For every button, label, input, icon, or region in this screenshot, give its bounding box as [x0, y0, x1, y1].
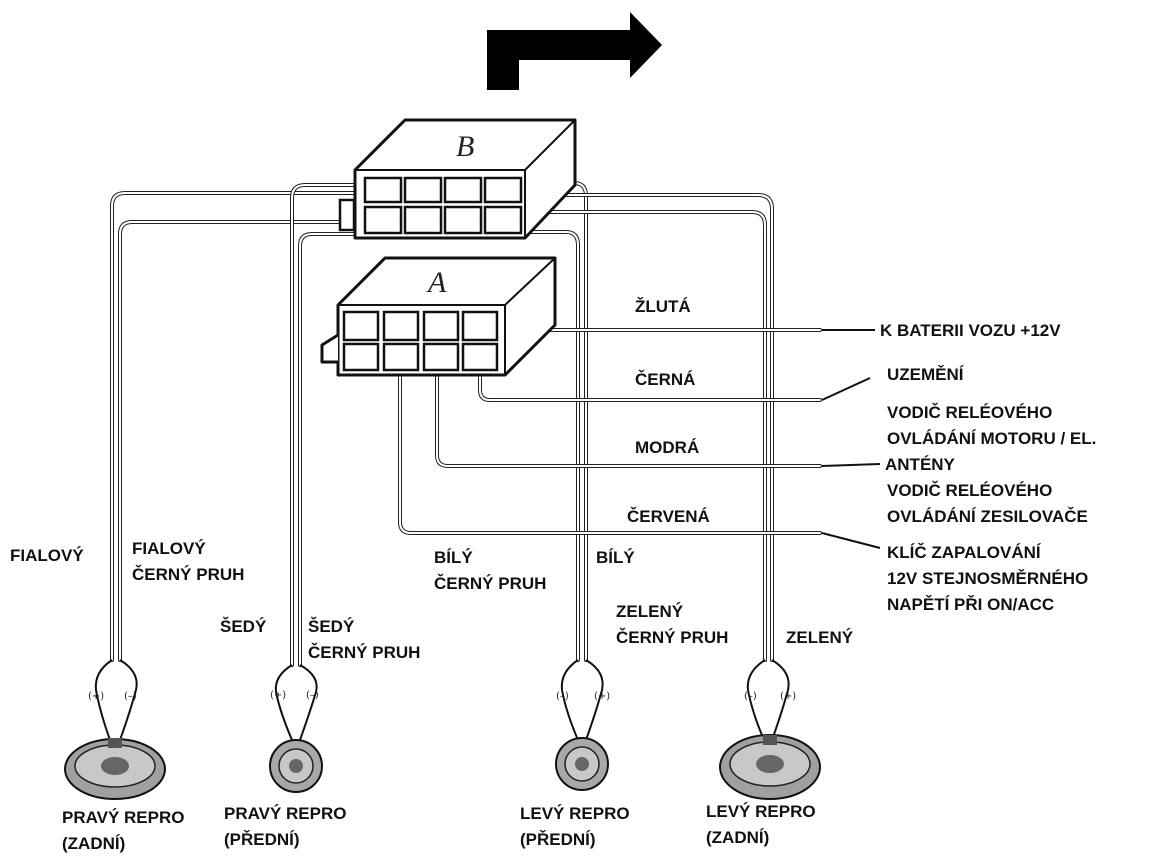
speaker-label-right-rear-2: (ZADNÍ): [62, 834, 125, 853]
speaker-label-left-front-2: (PŘEDNÍ): [520, 830, 596, 849]
polarity-plus: (+): [594, 691, 610, 702]
function-battery: K BATERII VOZU +12V: [880, 321, 1061, 340]
wire-label-yellow: ŽLUTÁ: [635, 297, 691, 316]
polarity-plus: (+): [780, 691, 796, 702]
polarity-minus: (–): [124, 691, 137, 702]
polarity-plus: (+): [270, 690, 286, 701]
direction-arrow: [487, 12, 662, 90]
function-amplifier-line1: VODIČ RELÉOVÉHO: [887, 481, 1052, 500]
polarity-plus: (+): [88, 691, 104, 702]
speaker-label-left-rear-1: LEVÝ REPRO: [706, 802, 816, 821]
wire-label-white-black-1: BÍLÝ: [434, 548, 473, 567]
function-antenna-line1: VODIČ RELÉOVÉHO: [887, 403, 1052, 422]
function-ignition-line3: NAPĚTÍ PŘI ON/ACC: [887, 595, 1054, 614]
connector-a-label: A: [426, 266, 447, 299]
wire-label-green-black-1: ZELENÝ: [616, 602, 684, 621]
connector-a: A: [320, 256, 557, 377]
speaker-left-front: (–) (+): [555, 659, 610, 791]
connector-b: B: [338, 118, 577, 240]
wire-label-black: ČERNÁ: [635, 370, 695, 389]
speaker-label-right-rear-1: PRAVÝ REPRO: [62, 808, 185, 827]
speaker-label-left-rear-2: (ZADNÍ): [706, 828, 769, 847]
function-ignition-line2: 12V STEJNOSMĚRNÉHO: [887, 569, 1088, 588]
wire-label-grey-black-1: ŠEDÝ: [308, 617, 355, 636]
wire-label-white: BÍLÝ: [596, 548, 635, 567]
wire-label-red: ČERVENÁ: [627, 507, 710, 526]
function-antenna-line3: ANTÉNY: [885, 455, 956, 474]
wire-label-blue: MODRÁ: [635, 438, 699, 457]
wire-label-green-black-2: ČERNÝ PRUH: [616, 628, 728, 647]
function-antenna-line2: OVLÁDÁNÍ MOTORU / EL.: [887, 429, 1096, 448]
speaker-label-right-front-1: PRAVÝ REPRO: [224, 804, 347, 823]
wire-label-grey-black-2: ČERNÝ PRUH: [308, 643, 420, 662]
wire-label-violet-black-1: FIALOVÝ: [132, 539, 206, 558]
speaker-label-left-front-1: LEVÝ REPRO: [520, 804, 630, 823]
wire-label-green: ZELENÝ: [786, 628, 854, 647]
wire-label-grey: ŠEDÝ: [220, 617, 267, 636]
connector-b-wires: [110, 181, 774, 667]
connector-b-label: B: [456, 130, 474, 163]
polarity-minus: (–): [744, 691, 757, 702]
function-ground: UZEMĚNÍ: [887, 365, 965, 384]
speaker-left-rear: (–) (+): [719, 659, 821, 800]
function-ignition-line1: KLÍČ ZAPALOVÁNÍ: [887, 543, 1042, 562]
wire-label-white-black-2: ČERNÝ PRUH: [434, 574, 546, 593]
speaker-right-front: (+) (–): [269, 664, 323, 793]
speaker-label-right-front-2: (PŘEDNÍ): [224, 830, 300, 849]
wire-label-violet-black-2: ČERNÝ PRUH: [132, 565, 244, 584]
speaker-right-rear: (+) (–): [64, 659, 166, 800]
polarity-minus: (–): [306, 690, 319, 701]
leader-lines: [821, 329, 881, 549]
function-amplifier-line2: OVLÁDÁNÍ ZESILOVAČE: [887, 507, 1088, 526]
wire-label-violet: FIALOVÝ: [10, 546, 84, 565]
polarity-minus: (–): [556, 691, 569, 702]
